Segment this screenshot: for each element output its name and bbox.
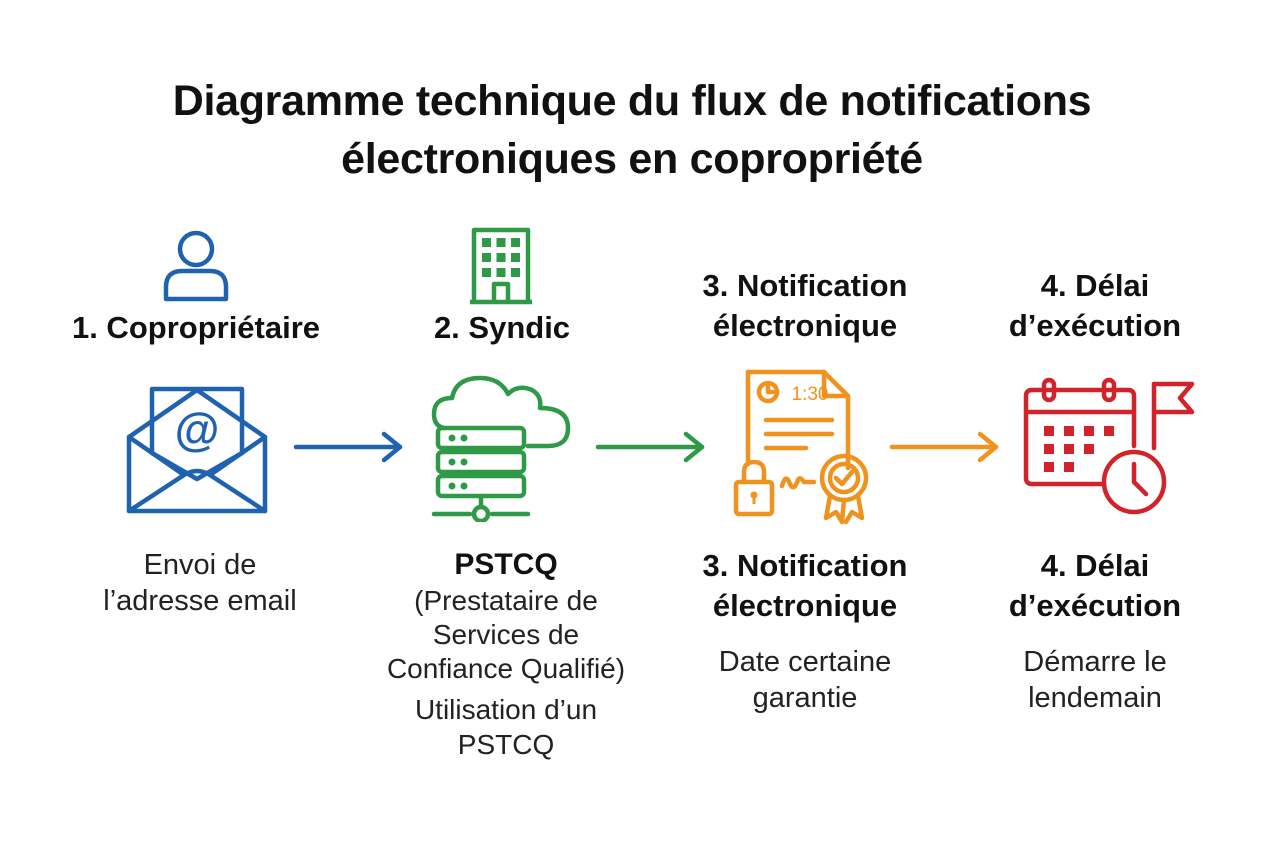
title-line-2: électroniques en copropriété [341, 135, 923, 183]
arrow-3-to-4 [889, 431, 999, 463]
email-envelope-icon: @ [126, 386, 268, 514]
step-2-desc-line-2: PSTCQ [457, 729, 555, 760]
arrow-1-to-2 [293, 431, 403, 463]
step-3-desc-line-1: Date certaine [718, 646, 892, 678]
svg-text:@: @ [175, 403, 220, 455]
step-3-details: 3. Notification électronique Date certai… [660, 546, 950, 716]
step-4-details: 4. Délai d’exécution Démarre le lendemai… [960, 546, 1230, 716]
step-3-heading-line-2: électronique [712, 308, 898, 343]
step-3-heading-line-1: 3. Notification [702, 268, 908, 303]
step-2-subheading: PSTCQ [454, 548, 558, 581]
step-3-desc-line-2: garantie [752, 682, 858, 714]
step-4-subheading-line-1: 4. Délai [1040, 548, 1150, 583]
step-1-heading: 1. Copropriétaire [71, 310, 321, 345]
arrow-2-to-3 [595, 431, 705, 463]
step-4-heading-line-2: d’exécution [1008, 308, 1182, 343]
certified-document-icon: 1:30 [733, 369, 869, 525]
step-4-desc-line-2: lendemain [1028, 682, 1162, 714]
step-4-subheading-line-2: d’exécution [1008, 588, 1182, 623]
person-icon [163, 230, 229, 302]
step-1-desc-line-2: l’adresse email [103, 585, 297, 617]
step-1-desc-line-1: Envoi de [143, 549, 257, 581]
step-2-detail-line-3: Confiance Qualifié) [386, 653, 626, 684]
step-2-details: PSTCQ (Prestataire de Services de Confia… [356, 546, 656, 762]
diagram-title: Diagramme technique du flux de notificat… [0, 72, 1264, 188]
step-2-detail-line-2: Services de [432, 619, 580, 650]
step-3-heading: 3. Notification électronique [660, 266, 950, 346]
step-4-heading: 4. Délai d’exécution [960, 266, 1230, 346]
title-line-1: Diagramme technique du flux de notificat… [172, 77, 1092, 125]
cloud-server-icon [431, 375, 571, 522]
step-3-subheading-line-2: électronique [712, 588, 898, 623]
building-icon [470, 227, 532, 305]
step-4-desc-line-1: Démarre le [1023, 646, 1167, 678]
time-label: 1:30 [792, 384, 829, 405]
step-4-heading-line-1: 4. Délai [1040, 268, 1150, 303]
step-2-detail-line-1: (Prestataire de [414, 585, 598, 616]
calendar-flag-clock-icon [1023, 377, 1195, 515]
step-1-description: Envoi de l’adresse email [60, 547, 340, 619]
step-2-desc-line-1: Utilisation d’un [414, 694, 598, 725]
step-3-subheading-line-1: 3. Notification [702, 548, 908, 583]
step-2-heading: 2. Syndic [433, 310, 571, 345]
